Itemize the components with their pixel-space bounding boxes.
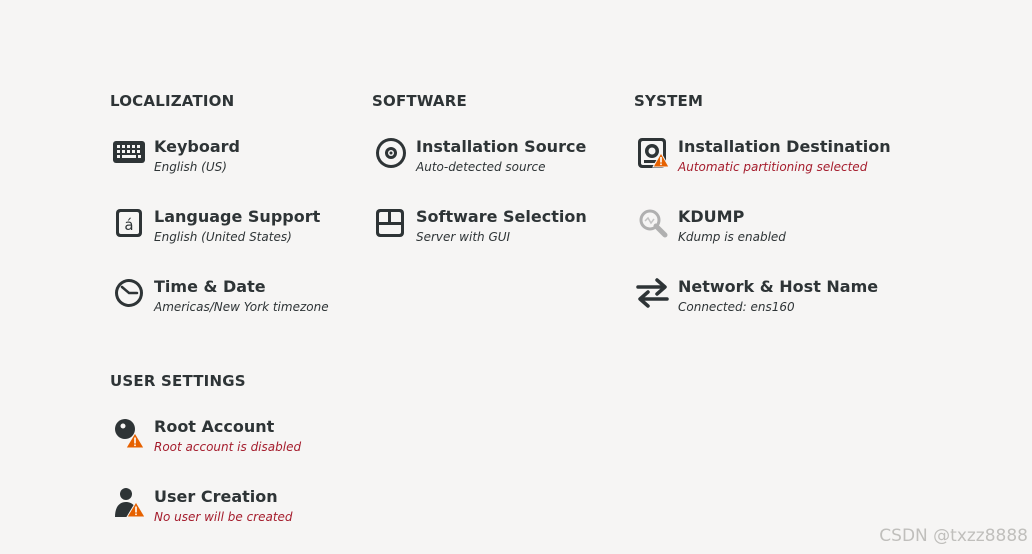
language-support-title: Language Support [154, 207, 321, 226]
root-account-title: Root Account [154, 417, 275, 436]
user-warning-icon [110, 488, 148, 526]
language-support-spoke[interactable]: á Language Support English (United State… [110, 207, 360, 258]
software-selection-spoke[interactable]: Software Selection Server with GUI [372, 207, 622, 258]
software-selection-title: Software Selection [416, 207, 587, 226]
root-account-status: Root account is disabled [154, 440, 302, 454]
watermark: CSDN @txzz8888 [879, 526, 1028, 546]
section-user-settings: USER SETTINGS [110, 372, 246, 390]
installation-source-spoke[interactable]: Installation Source Auto-detected source [372, 137, 622, 188]
keyboard-title: Keyboard [154, 137, 240, 156]
kdump-title: KDUMP [678, 207, 745, 226]
network-hostname-status: Connected: ens160 [678, 300, 795, 314]
kdump-spoke[interactable]: KDUMP Kdump is enabled [634, 207, 884, 258]
network-hostname-spoke[interactable]: Network & Host Name Connected: ens160 [634, 277, 884, 328]
installation-source-status: Auto-detected source [416, 160, 546, 174]
kdump-status: Kdump is enabled [678, 230, 786, 244]
user-creation-title: User Creation [154, 487, 278, 506]
network-hostname-title: Network & Host Name [678, 277, 879, 296]
time-date-status: Americas/New York timezone [154, 300, 329, 314]
harddisk-warning-icon [634, 138, 672, 176]
disc-icon [372, 138, 410, 176]
installation-destination-status: Automatic partitioning selected [678, 160, 868, 174]
network-arrows-icon [634, 278, 672, 316]
keyboard-spoke[interactable]: Keyboard English (US) [110, 137, 360, 188]
keyboard-status: English (US) [154, 160, 227, 174]
installation-source-title: Installation Source [416, 137, 587, 156]
user-creation-status: No user will be created [154, 510, 293, 524]
language-icon: á [110, 208, 148, 246]
user-creation-spoke[interactable]: User Creation No user will be created [110, 487, 360, 538]
root-account-spoke[interactable]: Root Account Root account is disabled [110, 417, 360, 468]
root-warning-icon [110, 418, 148, 456]
section-software: SOFTWARE [372, 92, 467, 110]
section-localization: LOCALIZATION [110, 92, 235, 110]
time-date-spoke[interactable]: Time & Date Americas/New York timezone [110, 277, 360, 328]
installation-destination-title: Installation Destination [678, 137, 891, 156]
keyboard-icon [110, 138, 148, 176]
software-selection-status: Server with GUI [416, 230, 511, 244]
package-icon [372, 208, 410, 246]
installation-destination-spoke[interactable]: Installation Destination Automatic parti… [634, 137, 891, 188]
magnifier-icon [634, 208, 672, 246]
time-date-title: Time & Date [154, 277, 266, 296]
section-system: SYSTEM [634, 92, 704, 110]
svg-text:á: á [124, 216, 133, 234]
language-support-status: English (United States) [154, 230, 292, 244]
clock-icon [110, 278, 148, 316]
